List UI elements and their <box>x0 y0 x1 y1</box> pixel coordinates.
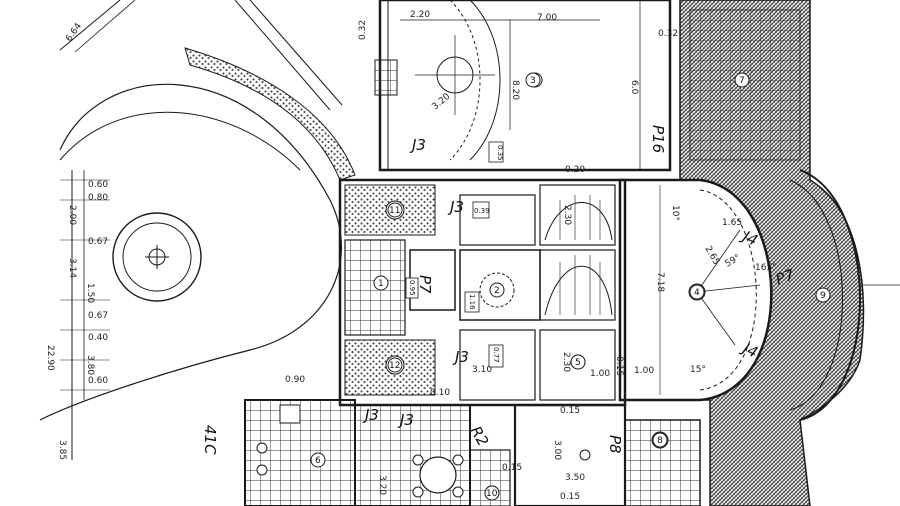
code-j3a: J3 <box>409 136 426 154</box>
code-j3c: J3 <box>452 348 469 366</box>
dim-small-015b: 0.15 <box>560 492 580 502</box>
fountain <box>112 212 202 302</box>
room-p8 <box>513 403 701 506</box>
dim-small-310: 3.10 <box>472 365 492 375</box>
room-3 <box>374 0 672 172</box>
dim-small-015c: 0.15 <box>502 463 522 473</box>
dim-arc-10: 10° <box>670 205 680 221</box>
dim-left-060b: 0.60 <box>88 376 108 386</box>
code-p8: P8 <box>606 435 624 454</box>
room-number-6: 6 <box>315 456 321 466</box>
dim-stair-230: 2.30 <box>562 205 572 225</box>
code-p16: P16 <box>649 125 667 153</box>
dim-small-230b: 2.30 <box>561 352 571 372</box>
left-dimension-rail <box>60 170 110 460</box>
code-j3d: J3 <box>362 406 379 424</box>
dim-small-300: 3.00 <box>552 440 562 460</box>
dim-right-032: 0.32 <box>658 29 678 39</box>
code-p7b: P7 <box>416 275 434 294</box>
dim-small-015d: 0.15 <box>614 356 624 376</box>
dim-left-314: 3.14 <box>67 258 77 278</box>
bottom-kitchen <box>244 399 511 506</box>
dim-bottom-090: 0.90 <box>285 375 305 385</box>
dim-small-320b: 3.20 <box>377 475 387 495</box>
dim-arc-15: 15° <box>690 365 706 375</box>
dim-left-040: 0.40 <box>88 333 108 343</box>
dim-top-220: 2.20 <box>410 10 430 20</box>
code-j3b: J3 <box>447 198 464 216</box>
dim-left-380: 3.80 <box>85 355 95 375</box>
room-number-5: 5 <box>575 358 581 368</box>
dim-arc-165: 1.65 <box>722 218 742 228</box>
dim-left-150: 1.50 <box>85 283 95 303</box>
dim-left-060: 0.60 <box>88 180 108 190</box>
dim-left-067b: 0.67 <box>88 311 108 321</box>
dim-right-60: 6.0 <box>629 80 639 95</box>
room-number-4: 4 <box>694 288 700 298</box>
code-41c: 41C <box>201 425 219 455</box>
dim-mid-820: 8.20 <box>510 80 520 100</box>
dim-top-700: 7.00 <box>537 13 557 23</box>
dim-room-718: 7.18 <box>655 272 665 292</box>
code-j3e: J3 <box>397 411 414 429</box>
code-p7: P7 <box>773 265 797 288</box>
dim-small-015a: 0.15 <box>560 406 580 416</box>
dim-top-032: 0.32 <box>358 20 368 40</box>
dim-left-067a: 0.67 <box>88 237 108 247</box>
box-039: 0.39 <box>474 207 490 215</box>
dim-corridor-020: 0.20 <box>565 165 585 175</box>
dim-arc-100: 1.00 <box>634 366 654 376</box>
room-number-8: 8 <box>657 436 663 446</box>
boxed-labels: 0.35 0.39 0.95 1.16 0.77 <box>405 141 504 368</box>
dim-mid-320: 3.20 <box>431 92 453 113</box>
room-number-12: 12 <box>389 361 400 371</box>
room-number-2: 2 <box>494 286 500 296</box>
room-number-7: 7 <box>739 76 745 86</box>
room-number-10: 10 <box>486 489 498 499</box>
box-077: 0.77 <box>492 347 500 363</box>
room-numbers: 3 1 2 4 5 6 7 8 9 10 11 12 <box>310 72 831 501</box>
dim-left-2290: 22.90 <box>45 345 55 371</box>
dim-left-080: 0.80 <box>88 193 108 203</box>
dim-left-200: 2.00 <box>67 205 77 225</box>
room-number-9: 9 <box>820 291 826 301</box>
dim-left-385: 3.85 <box>57 440 67 460</box>
dim-small-100: 1.00 <box>590 369 610 379</box>
room-number-11: 11 <box>389 206 400 216</box>
box-116: 1.16 <box>468 294 476 310</box>
dim-small-350: 3.50 <box>565 473 585 483</box>
dim-small-010: 0.10 <box>430 388 450 398</box>
room-number-3: 3 <box>530 76 536 86</box>
box-095: 0.95 <box>408 280 416 296</box>
box-035: 0.35 <box>496 145 504 161</box>
room-number-1: 1 <box>378 279 384 289</box>
dim-arc-165b: 165° <box>755 263 777 273</box>
